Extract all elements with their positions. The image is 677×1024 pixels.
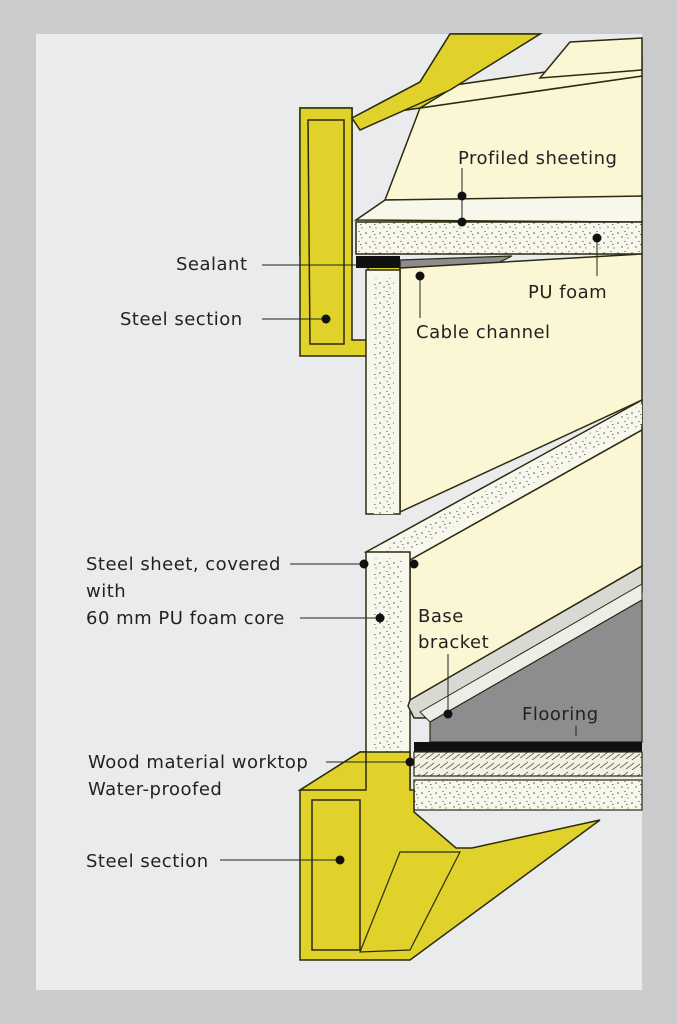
- label-worktop-line2: Water-proofed: [88, 779, 222, 800]
- dot-profiled-sheeting-upper: [457, 191, 467, 201]
- label-steel-section-top: Steel section: [120, 309, 243, 330]
- dot-foam-core: [375, 613, 385, 623]
- dot-worktop: [405, 757, 415, 767]
- dot-steel-sheet: [359, 559, 369, 569]
- flooring-black-layer: [414, 742, 642, 752]
- label-cable-channel: Cable channel: [416, 322, 551, 343]
- sealant-strip: [356, 256, 400, 268]
- floor-pu-foam-layer: [413, 779, 643, 811]
- label-steel-sheet-line3: 60 mm PU foam core: [86, 608, 285, 629]
- base-bracket: [407, 564, 643, 723]
- label-worktop-line1: Wood material worktop: [88, 752, 308, 773]
- wood-worktop: [413, 751, 643, 777]
- label-profiled-sheeting: Profiled sheeting: [458, 148, 617, 169]
- profiled-sheeting: [353, 37, 643, 223]
- dot-steel-section-bottom: [335, 855, 345, 865]
- label-base-line2: bracket: [418, 632, 489, 653]
- label-flooring: Flooring: [522, 704, 599, 725]
- dot-steel-section-top: [321, 314, 331, 324]
- upper-wall-panel: [365, 253, 643, 515]
- dot-profiled-sheeting-lower: [457, 217, 467, 227]
- label-steel-sheet-line1: Steel sheet, covered: [86, 554, 281, 575]
- label-pu-foam: PU foam: [528, 282, 607, 303]
- dot-pu-foam: [592, 233, 602, 243]
- dot-steel-sheet-2: [409, 559, 419, 569]
- label-base-line1: Base: [418, 606, 464, 627]
- leader-dots: [321, 191, 602, 865]
- label-sealant: Sealant: [176, 254, 248, 275]
- top-steel-section: [299, 33, 543, 357]
- label-steel-section-bottom: Steel section: [86, 851, 209, 872]
- lower-wall-panel: [363, 398, 643, 789]
- label-steel-sheet-line2: with: [86, 581, 126, 602]
- dot-base-bracket: [443, 709, 453, 719]
- dot-cable-channel: [415, 271, 425, 281]
